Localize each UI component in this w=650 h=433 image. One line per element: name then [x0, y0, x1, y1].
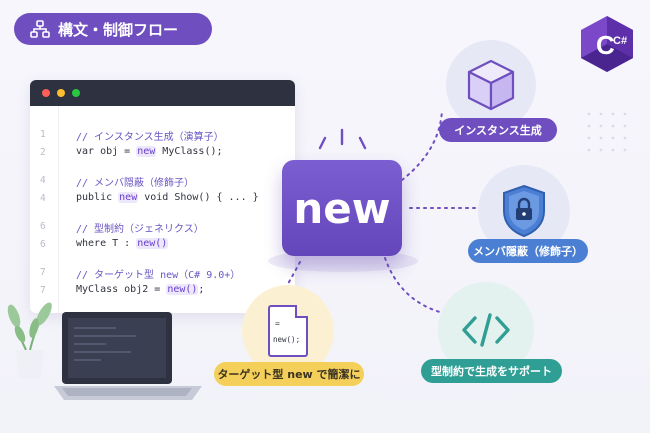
new-keyword-text: new: [293, 183, 391, 233]
close-dot-icon: [42, 89, 50, 97]
csharp-logo: C C#: [581, 16, 633, 72]
instance-label: インスタンス生成: [439, 118, 557, 142]
code-line: where T : new(): [76, 238, 169, 249]
code-text: public: [76, 192, 119, 203]
target-label: ターゲット型 new で簡潔に: [214, 362, 364, 386]
line-number: 4: [40, 175, 46, 186]
laptop-illustration: [7, 302, 202, 400]
new-keyword-block: new: [282, 160, 402, 256]
line-number: 6: [40, 221, 46, 232]
code-editor-window: 1 // インスタンス生成（演算子） 2 var obj = new MyClass(…: [30, 80, 295, 313]
line-number-gutter: [30, 106, 59, 313]
code-line: MyClass obj2 = new();: [76, 284, 204, 295]
code-line: // メンバ隠蔽（修飾子）: [76, 174, 194, 189]
code-text: where T :: [76, 238, 137, 249]
flowchart-icon: [30, 20, 50, 38]
line-number: 6: [40, 239, 46, 250]
code-brackets-icon: [462, 313, 510, 347]
code-comment: // インスタンス生成（演算子）: [76, 132, 224, 143]
code-text: void Show() { ... }: [138, 192, 259, 203]
code-comment: // メンバ隠蔽（修飾子）: [76, 178, 195, 189]
plant-icon: [7, 302, 52, 378]
cube-icon: [467, 59, 515, 111]
svg-text:C: C: [596, 30, 615, 60]
code-line: // ターゲット型 new（C# 9.0+）: [76, 266, 240, 281]
dot-grid-decoration: [587, 112, 627, 152]
instance-circle: [446, 40, 536, 130]
document-line-2: new();: [273, 335, 301, 344]
shield-lock-icon: [503, 184, 545, 238]
line-number: 1: [40, 129, 46, 140]
new-keyword-highlight: new(): [166, 284, 199, 295]
document-fold: [295, 305, 308, 318]
new-keyword-highlight: new(): [136, 238, 169, 249]
new-keyword-highlight: new: [136, 146, 157, 157]
line-number: 2: [40, 147, 46, 158]
target-circle: = new();: [242, 285, 334, 377]
code-line: var obj = new MyClass();: [76, 146, 223, 157]
line-number: 7: [40, 267, 46, 278]
code-line: // インスタンス生成（演算子）: [76, 128, 224, 143]
new-keyword-highlight: new: [118, 192, 139, 203]
code-text: ;: [198, 284, 205, 295]
editor-titlebar: [30, 80, 295, 106]
section-header-pill: 構文・制御フロー: [14, 13, 212, 45]
maximize-dot-icon: [72, 89, 80, 97]
line-number: 4: [40, 193, 46, 204]
line-number: 7: [40, 285, 46, 296]
code-text: var obj =: [76, 146, 137, 157]
code-text: MyClass();: [156, 146, 223, 157]
document-icon: = new();: [268, 305, 308, 357]
code-comment: // 型制約（ジェネリクス）: [76, 224, 204, 235]
section-header-label: 構文・制御フロー: [58, 20, 179, 39]
minimize-dot-icon: [57, 89, 65, 97]
code-comment: // ターゲット型 new（C# 9.0+）: [76, 270, 241, 281]
hiding-label: メンバ隠蔽（修飾子）: [468, 239, 588, 263]
code-line: public new void Show() { ... }: [76, 192, 259, 203]
code-text: MyClass obj2 =: [76, 284, 167, 295]
logo-text: C#: [613, 35, 627, 47]
constraint-label: 型制約で生成をサポート: [421, 359, 562, 383]
code-line: // 型制約（ジェネリクス）: [76, 220, 204, 235]
document-line-1: =: [275, 319, 280, 328]
